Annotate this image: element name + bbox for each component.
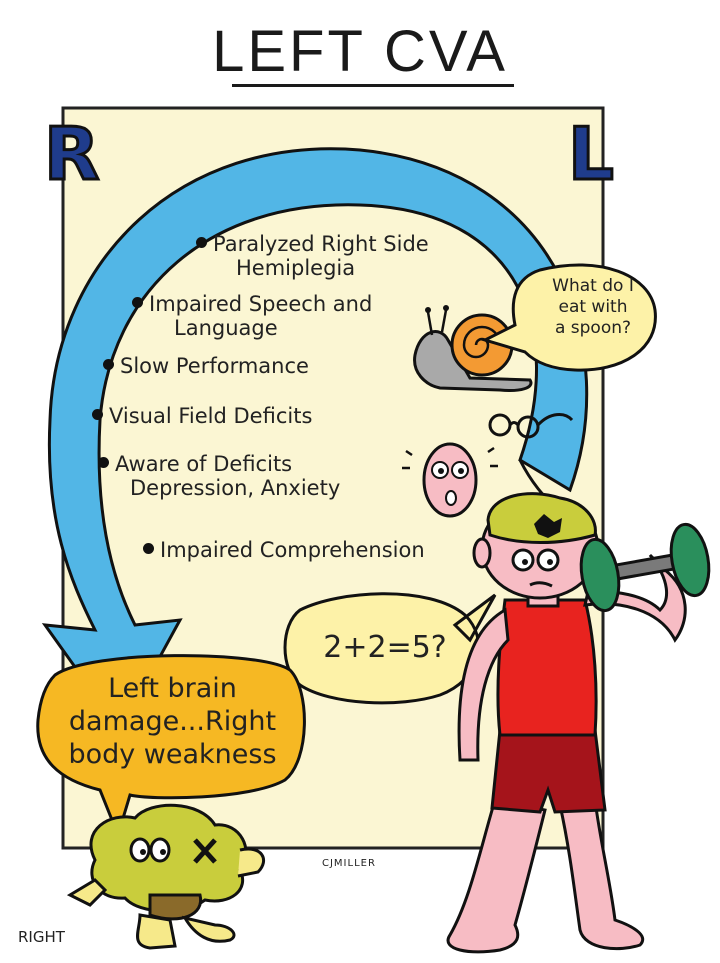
summary-bubble-text: Left brain damage...Right body weakness	[40, 672, 305, 771]
snail-icon	[413, 305, 533, 392]
deficit-line1: Visual Field Deficits	[109, 404, 313, 428]
deficit-line1: Paralyzed Right Side	[213, 232, 429, 256]
page-title: LEFT CVA	[212, 19, 508, 84]
deficit-item: Visual Field Deficits	[92, 404, 312, 428]
summary-line: body weakness	[68, 739, 277, 770]
deficit-line1: Aware of Deficits	[115, 452, 293, 476]
deficit-line2: Language	[174, 316, 278, 340]
bullet-dot	[98, 457, 109, 468]
bullet-dot	[196, 237, 207, 248]
deficit-line2: Depression, Anxiety	[130, 476, 341, 500]
bullet-dot	[92, 409, 103, 420]
deficit-item: Aware of Deficits Depression, Anxiety	[98, 452, 340, 500]
man-figure-icon	[446, 492, 687, 954]
summary-line: Left brain	[108, 673, 237, 704]
spoon-speech-bubble	[480, 263, 657, 372]
spoon-line: eat with	[558, 297, 628, 317]
spoon-bubble-text: What do I eat with a spoon?	[528, 276, 658, 339]
deficit-item: Impaired Speech and Language	[132, 292, 372, 340]
deficit-item: Impaired Comprehension	[143, 538, 425, 562]
spoon-line: a spoon?	[554, 318, 632, 338]
brain-character-icon	[66, 803, 265, 950]
deficit-line2: Hemiplegia	[236, 256, 356, 280]
spoon-line: What do I	[552, 276, 634, 296]
summary-line: damage...Right	[68, 706, 277, 737]
right-side-label: R	[42, 111, 100, 198]
math-bubble-text: 2+2=5?	[323, 630, 447, 665]
left-side-label: L	[567, 111, 616, 198]
deficit-line1: Slow Performance	[120, 354, 309, 378]
worried-face-icon	[402, 442, 498, 518]
right-corner-label: RIGHT	[18, 928, 65, 946]
bullet-dot	[103, 359, 114, 370]
summary-speech-bubble	[36, 654, 306, 840]
dumbbell-icon	[579, 522, 711, 613]
deficit-item: Paralyzed Right Side Hemiplegia	[196, 232, 429, 280]
deficit-line1: Impaired Speech and	[149, 292, 373, 316]
glasses-icon	[488, 413, 574, 439]
artist-signature: CJMILLER	[322, 858, 376, 869]
title-underline	[232, 84, 514, 87]
deficit-line1: Impaired Comprehension	[160, 538, 425, 562]
bullet-dot	[132, 297, 143, 308]
math-speech-bubble	[283, 592, 497, 705]
bullet-dot	[143, 543, 154, 554]
deficit-item: Slow Performance	[103, 354, 309, 378]
